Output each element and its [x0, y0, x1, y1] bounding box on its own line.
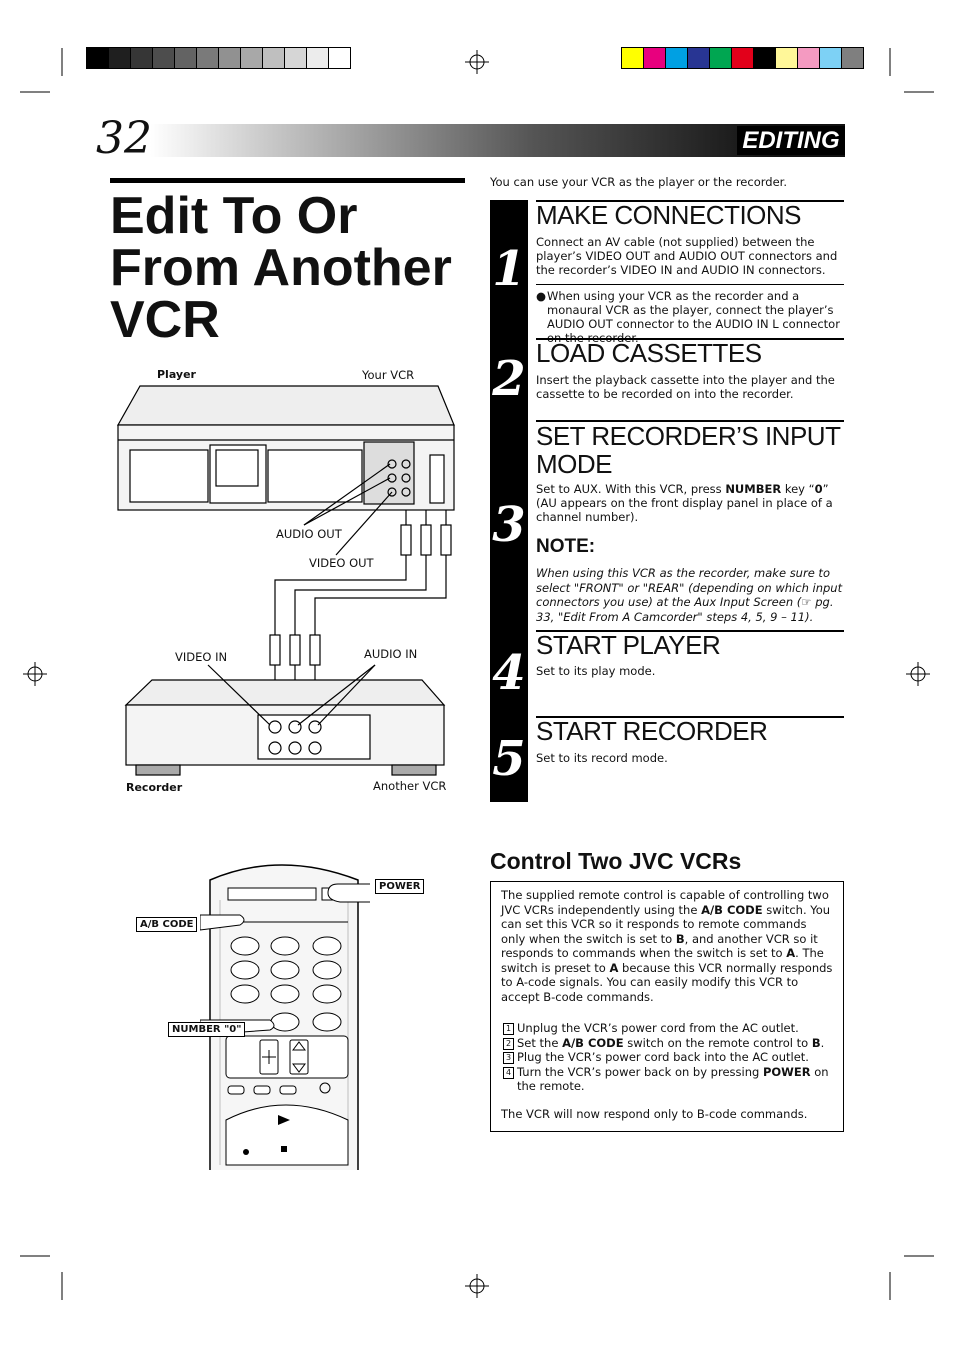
- header-gradient-bar: [150, 124, 845, 157]
- control-paragraph: The supplied remote control is capable o…: [501, 888, 833, 1004]
- control-box: The supplied remote control is capable o…: [490, 881, 844, 1132]
- step-number: 5: [490, 716, 528, 802]
- color-swatch: [643, 47, 666, 69]
- step-number: 1: [490, 200, 528, 338]
- color-swatch: [621, 47, 644, 69]
- step-2: 2 LOAD CASSETTES Insert the playback cas…: [490, 338, 850, 420]
- label-video-in: VIDEO IN: [175, 650, 228, 664]
- page-title: Edit To Or From Another VCR: [110, 187, 452, 349]
- step-3: 3 SET RECORDER’S INPUT MODE Set to AUX. …: [490, 420, 850, 630]
- color-swatch: [819, 47, 842, 69]
- title-rule: [110, 178, 465, 183]
- step-bullet-text: When using your VCR as the recorder and …: [547, 289, 840, 345]
- step-heading: MAKE CONNECTIONS: [536, 200, 844, 229]
- color-swatch: [709, 47, 732, 69]
- color-swatch: [841, 47, 864, 69]
- registration-mark-right: [906, 662, 930, 686]
- step-body: Set to its record mode.: [536, 751, 668, 765]
- step-4: 4 START PLAYER Set to its play mode.: [490, 630, 850, 716]
- color-swatch: [284, 47, 307, 69]
- color-swatch: [665, 47, 688, 69]
- color-swatch: [240, 47, 263, 69]
- label-video-out: VIDEO OUT: [309, 556, 374, 570]
- color-swatch: [731, 47, 754, 69]
- step-1: 1 MAKE CONNECTIONS Connect an AV cable (…: [490, 200, 850, 345]
- control-title: Control Two JVC VCRs: [490, 848, 742, 874]
- note-title: NOTE:: [536, 536, 596, 557]
- step-body: Set to AUX. With this VCR, press NUMBER …: [536, 482, 833, 524]
- step-5: 5 START RECORDER Set to its record mode.: [490, 716, 850, 802]
- color-swatch: [262, 47, 285, 69]
- section-label: EDITING: [737, 126, 845, 155]
- label-recorder: Recorder: [126, 781, 183, 794]
- step-body: Insert the playback cassette into the pl…: [536, 373, 835, 401]
- step-number: 4: [490, 630, 528, 716]
- step-heading: START RECORDER: [536, 716, 844, 745]
- color-swatch: [687, 47, 710, 69]
- label-your-vcr: Your VCR: [362, 368, 415, 382]
- step-number: 3: [490, 420, 528, 630]
- color-swatch: [108, 47, 131, 69]
- step-heading: LOAD CASSETTES: [536, 338, 844, 367]
- note-text: When using this VCR as the recorder, mak…: [536, 566, 843, 624]
- step-number: 2: [490, 338, 528, 420]
- label-ab-code: A/B CODE: [136, 917, 198, 932]
- color-swatch: [753, 47, 776, 69]
- page-number: 32: [96, 113, 152, 164]
- divider: [536, 284, 844, 285]
- label-another-vcr: Another VCR: [373, 779, 447, 793]
- color-swatch: [328, 47, 351, 69]
- bullet-icon: ●: [536, 289, 547, 303]
- step-body: Set to its play mode.: [536, 664, 656, 678]
- color-swatch: [196, 47, 219, 69]
- label-number-0: NUMBER "0": [168, 1022, 246, 1037]
- registration-mark-bottom: [465, 1274, 489, 1298]
- intro-text: You can use your VCR as the player or th…: [490, 175, 787, 189]
- step-heading: START PLAYER: [536, 630, 844, 659]
- color-swatch: [174, 47, 197, 69]
- label-audio-in: AUDIO IN: [364, 647, 418, 661]
- label-player: Player: [157, 368, 196, 381]
- registration-mark-left: [23, 662, 47, 686]
- color-swatch: [306, 47, 329, 69]
- color-swatch: [797, 47, 820, 69]
- color-swatch: [86, 47, 109, 69]
- registration-mark-top: [465, 50, 489, 74]
- color-swatch: [775, 47, 798, 69]
- remote-control-illustration: [200, 864, 370, 1170]
- step-heading: SET RECORDER’S INPUT MODE: [536, 420, 844, 478]
- label-audio-out: AUDIO OUT: [276, 527, 342, 541]
- label-power: POWER: [375, 879, 425, 894]
- control-footer: The VCR will now respond only to B-code …: [501, 1106, 808, 1121]
- color-swatch: [152, 47, 175, 69]
- connection-diagram: [116, 385, 455, 776]
- color-swatch: [218, 47, 241, 69]
- step-body: Connect an AV cable (not supplied) betwe…: [536, 235, 838, 277]
- color-swatch: [130, 47, 153, 69]
